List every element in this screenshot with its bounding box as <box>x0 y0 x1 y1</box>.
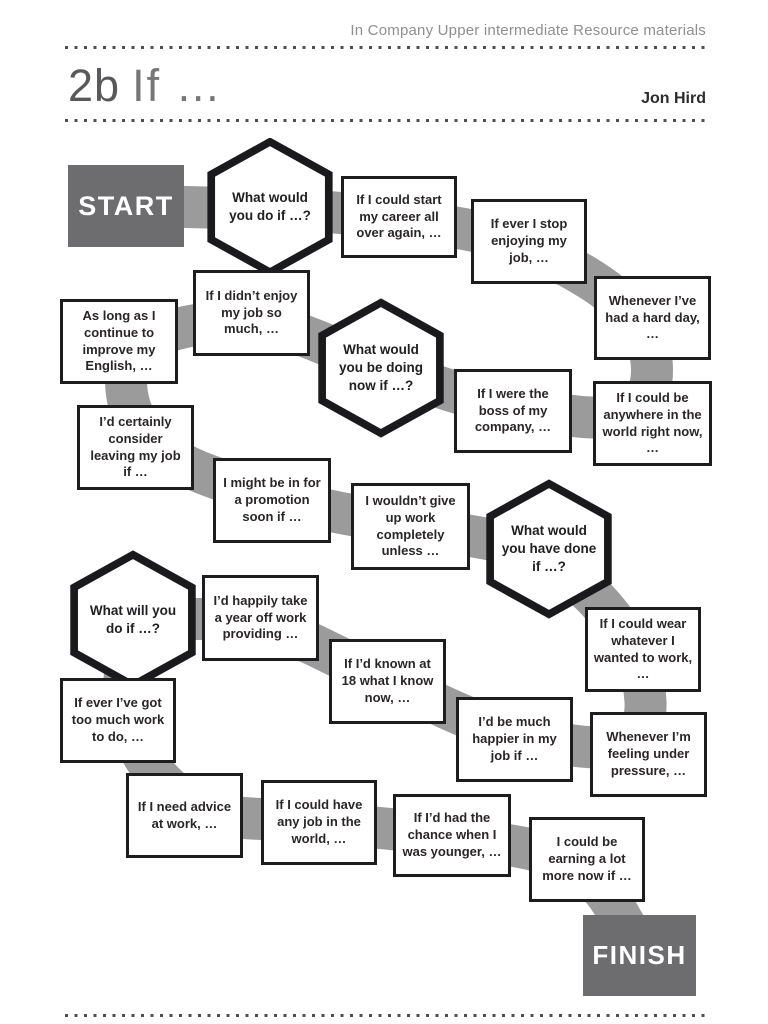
finish-square: FINISH <box>583 915 696 996</box>
hexagon-what-would-you-do: What would you do if …? <box>206 138 334 276</box>
game-square: If I could start my career all over agai… <box>341 176 457 258</box>
game-square: Whenever I’ve had a hard day, … <box>594 276 711 360</box>
game-square: If I need advice at work, … <box>126 773 243 858</box>
game-square: If ever I stop enjoying my job, … <box>471 199 587 284</box>
page-title: If … <box>132 60 223 111</box>
series-title: In Company Upper intermediate Resource m… <box>350 22 706 39</box>
game-square: If I’d known at 18 what I know now, … <box>329 639 446 724</box>
game-square: I might be in for a promotion soon if … <box>213 458 331 543</box>
dotted-rule-under-title <box>65 119 707 122</box>
game-square: If I’d had the chance when I was younger… <box>393 794 511 877</box>
hexagon-what-would-you-be-doing: What would you be doing now if …? <box>317 297 445 439</box>
hexagon-shape <box>318 298 444 438</box>
hexagon-label: What would you be doing now if …? <box>339 342 423 393</box>
game-square: If I could wear whatever I wanted to wor… <box>585 607 701 692</box>
game-square: If I were the boss of my company, … <box>454 369 572 453</box>
hexagon-what-will-you-do: What will you do if …? <box>69 550 197 690</box>
game-square: If I could be anywhere in the world righ… <box>593 381 712 466</box>
dotted-rule-bottom <box>65 1014 707 1017</box>
game-square: If I could have any job in the world, … <box>261 780 377 865</box>
game-square: I’d certainly consider leaving my job if… <box>77 405 194 490</box>
game-square: I could be earning a lot more now if … <box>529 817 645 902</box>
hexagon-label: What will you do if …? <box>89 603 177 636</box>
game-square: If I didn’t enjoy my job so much, … <box>193 270 310 356</box>
game-square: If ever I’ve got too much work to do, … <box>60 678 176 763</box>
game-square: I’d happily take a year off work providi… <box>202 575 319 661</box>
hexagon-label: What would you do if …? <box>229 190 311 223</box>
unit-code: 2b <box>68 60 121 111</box>
author-name: Jon Hird <box>641 90 706 107</box>
game-square: Whenever I’m feeling under pressure, … <box>590 712 707 797</box>
game-square: I wouldn’t give up work completely unles… <box>351 483 470 570</box>
game-square: I’d be much happier in my job if … <box>456 697 573 782</box>
game-square: As long as I continue to improve my Engl… <box>60 299 178 384</box>
hexagon-shape <box>486 479 612 619</box>
hexagon-label: What would you have done if …? <box>501 523 597 574</box>
start-square: START <box>68 165 184 247</box>
dotted-rule-top <box>65 46 707 49</box>
hexagon-what-would-you-have-done: What would you have done if …? <box>485 479 613 619</box>
